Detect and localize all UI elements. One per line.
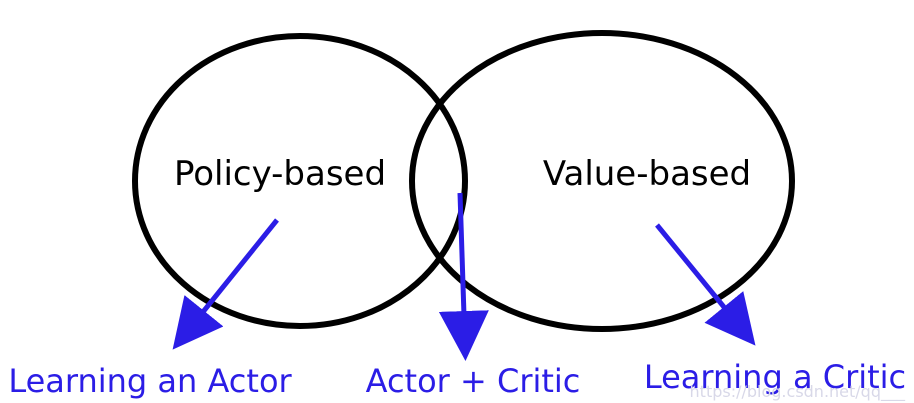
actor-arrow xyxy=(172,218,279,350)
learning-a-critic-label: Learning a Critic xyxy=(644,358,906,396)
critic-arrow xyxy=(655,223,756,346)
watermark-text: https://blog.csdn.net/qq___ xyxy=(690,382,906,402)
actor-critic-label: Actor + Critic xyxy=(366,362,581,400)
value-based-circle xyxy=(409,30,795,332)
actor-critic-arrow xyxy=(438,192,489,361)
policy-based-label: Policy-based xyxy=(174,154,386,194)
policy-based-circle xyxy=(132,33,468,329)
value-based-label: Value-based xyxy=(543,154,751,194)
learning-an-actor-label: Learning an Actor xyxy=(8,362,292,400)
